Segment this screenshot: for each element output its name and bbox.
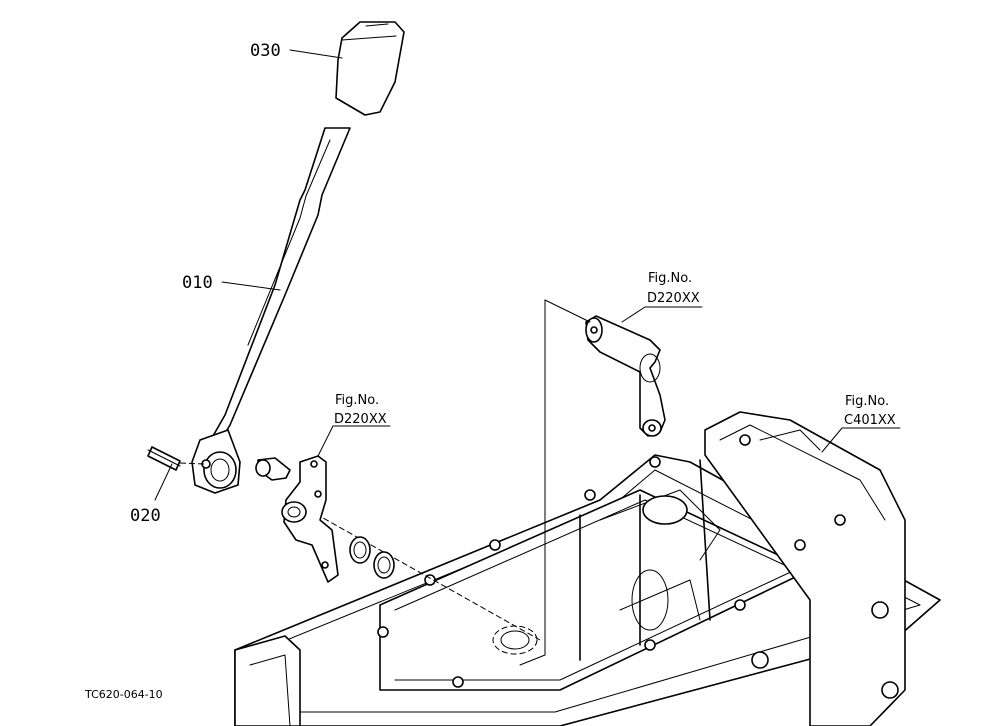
fig-ref-top-label: Fig.No. bbox=[648, 271, 692, 286]
fig-ref-right-code: C401XX bbox=[844, 413, 896, 428]
fig-ref-left-code: D220XX bbox=[334, 412, 387, 427]
callout-030: 030 bbox=[250, 41, 281, 61]
callout-020: 020 bbox=[130, 506, 161, 526]
callout-010: 010 bbox=[182, 273, 213, 293]
fig-ref-left-label: Fig.No. bbox=[335, 393, 379, 408]
fig-ref-right-label: Fig.No. bbox=[845, 394, 889, 409]
transmission-case bbox=[234, 411, 941, 726]
bracket-assembly bbox=[255, 455, 395, 583]
shaft-axis bbox=[299, 504, 541, 641]
leader-lines bbox=[154, 49, 901, 666]
fig-ref-top-code: D220XX bbox=[647, 291, 700, 306]
knob-030 bbox=[335, 21, 405, 116]
arm-shaft bbox=[585, 315, 666, 437]
drawing-code: TC620-064-10 bbox=[84, 688, 163, 701]
lever-010 bbox=[191, 127, 351, 494]
